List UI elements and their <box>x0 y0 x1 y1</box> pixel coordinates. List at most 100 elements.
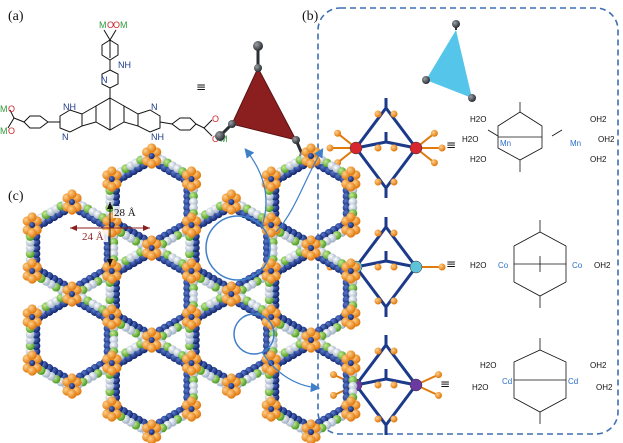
chain-atom <box>183 387 192 396</box>
chain-atom <box>183 376 192 385</box>
mn-water-1: H2O <box>470 115 486 124</box>
node-core <box>228 199 235 205</box>
node-atom <box>27 304 37 314</box>
ligand-nh-right: NH <box>151 132 164 142</box>
co-water-1: H2O <box>470 261 486 270</box>
node-atom <box>186 320 197 330</box>
chain-atom <box>191 243 200 253</box>
node-core <box>69 291 75 297</box>
node-atom <box>147 343 157 353</box>
ligand-oxygen-top-right: O <box>113 20 120 30</box>
node-atom <box>306 235 316 245</box>
mn-cluster-model <box>326 98 446 198</box>
node-core <box>228 291 235 297</box>
cd-water-4: OH2 <box>596 383 613 392</box>
node-atom <box>346 304 356 314</box>
chain-atom <box>342 381 352 391</box>
chain-atom <box>342 376 352 385</box>
chain-atom <box>31 249 41 258</box>
chain-atom <box>342 284 352 293</box>
chain-atom <box>191 330 200 339</box>
node-core <box>148 245 155 251</box>
cd-water-3: OH2 <box>590 361 607 370</box>
node-core <box>188 360 195 366</box>
node-core <box>29 222 36 228</box>
arrow-to-cd-cluster <box>261 351 321 393</box>
dimension-vertical: 28 Å <box>107 202 141 266</box>
node-atom <box>266 212 276 222</box>
node-atom <box>107 350 117 360</box>
node-atom <box>346 258 356 268</box>
chain-atom <box>191 249 200 258</box>
node-atom <box>27 274 37 284</box>
node-atom <box>346 366 356 376</box>
node-core <box>347 176 354 182</box>
node-atom <box>107 366 117 376</box>
node-atom <box>186 412 197 422</box>
chain-atom <box>111 381 121 391</box>
node-atom <box>226 205 236 215</box>
node-core <box>228 383 235 389</box>
node-atom <box>107 274 117 284</box>
node-core <box>108 314 115 320</box>
node-core <box>108 176 115 182</box>
ligand-nh-left: NH <box>63 102 76 112</box>
node-atom <box>107 166 117 176</box>
chain-atom <box>103 335 113 345</box>
node-core <box>308 337 315 343</box>
ligand-oxygen-left-1: O <box>8 104 15 114</box>
co-water-2: OH2 <box>594 261 611 270</box>
chain-atom <box>111 295 121 304</box>
node-atom <box>107 304 117 314</box>
chain-atom <box>103 330 113 339</box>
cd-water-1: H2O <box>480 361 496 370</box>
node-atom <box>186 274 197 284</box>
node-atom <box>186 228 197 238</box>
equiv-cd: ≡ <box>440 377 450 391</box>
node-atom <box>226 373 236 383</box>
node-atom <box>147 159 157 169</box>
node-atom <box>266 228 276 238</box>
chain-atom <box>111 284 121 293</box>
node-core <box>108 360 115 366</box>
highlight-circle-lower <box>233 313 275 355</box>
node-atom <box>147 143 157 153</box>
node-core <box>308 153 315 159</box>
node-core <box>188 406 195 412</box>
chain-atom <box>342 295 352 304</box>
node-core <box>148 153 155 159</box>
node-atom <box>266 182 276 192</box>
ligand-metal-left-2: M <box>0 126 8 136</box>
cd-cluster-scheme: H2O H2O OH2 OH2 Cd Cd <box>472 338 613 424</box>
equiv-co: ≡ <box>446 257 456 271</box>
left-benzene-ring <box>23 115 49 129</box>
node-core <box>29 268 36 274</box>
chain-atom <box>31 335 41 345</box>
node-atom <box>266 166 276 176</box>
node-atom <box>27 350 37 360</box>
chain-atom <box>270 295 280 304</box>
right-imidazole-ring <box>137 109 161 133</box>
node-atom <box>67 297 77 307</box>
cd-metal-right: Cd <box>568 377 578 386</box>
chain-atom <box>111 192 121 201</box>
honeycomb-network <box>22 143 361 443</box>
node-core <box>148 429 155 435</box>
chain-atom <box>270 381 280 391</box>
chain-atom <box>262 335 272 345</box>
node-atom <box>226 389 236 399</box>
chain-atom <box>342 289 352 299</box>
node-atom <box>27 258 37 268</box>
node-atom <box>186 182 197 192</box>
dimension-horizontal-label: 24 Å <box>82 231 104 243</box>
co-cluster-model <box>326 217 446 317</box>
mn-water-2: H2O <box>462 135 478 144</box>
node-atom <box>266 366 276 376</box>
node-core <box>29 314 36 320</box>
chain-atom <box>183 284 192 293</box>
arrow-to-triangle <box>244 148 267 227</box>
node-core <box>29 360 36 366</box>
node-atom <box>67 389 77 399</box>
chain-atom <box>111 289 121 299</box>
chain-atom <box>183 197 192 207</box>
